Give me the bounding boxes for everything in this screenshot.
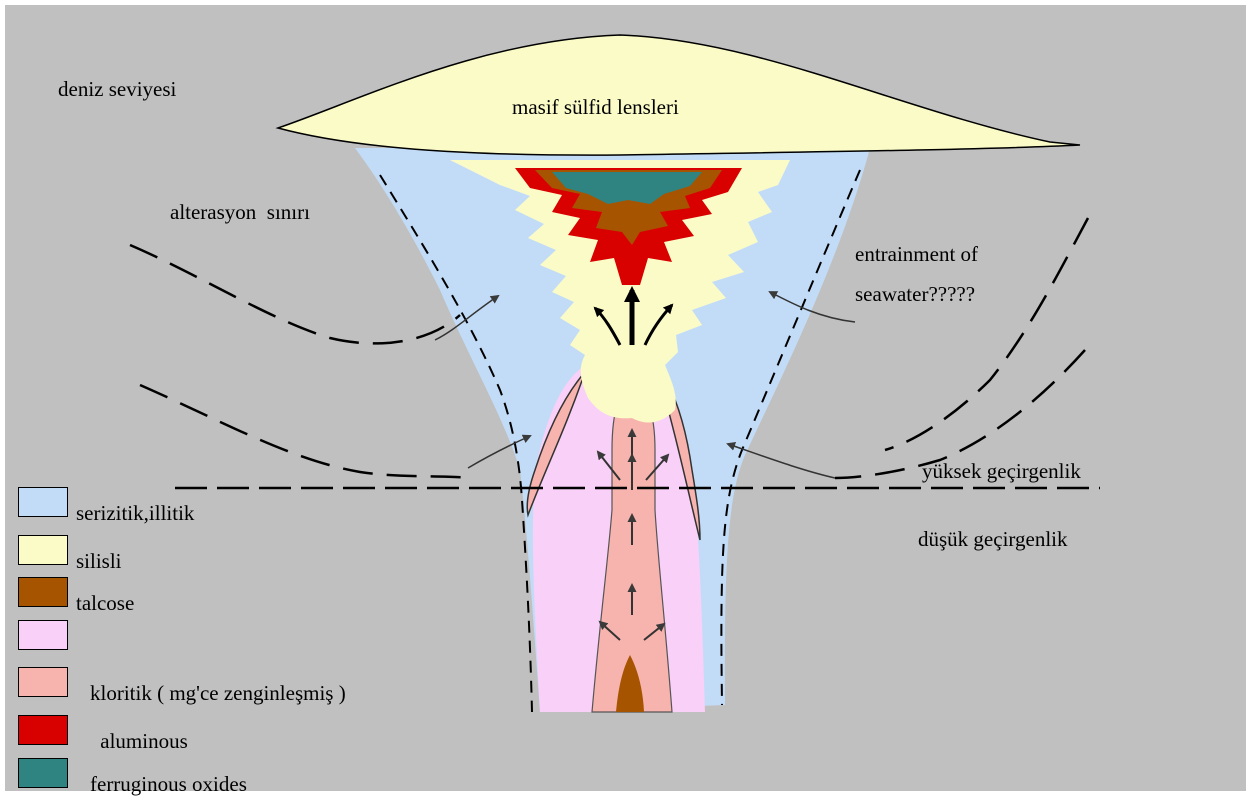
legend-swatch <box>18 487 68 517</box>
lens-label: masif sülfid lensleri <box>512 95 679 119</box>
legend-swatch <box>18 535 68 565</box>
legend-label: aluminous <box>95 729 188 753</box>
legend-label: serizitik,illitik <box>76 501 194 525</box>
legend-label: kloritik ( mg'ce zenginleşmiş ) <box>90 681 346 705</box>
entrainment-label-line2: seawater????? <box>855 282 975 306</box>
alteration-boundary-label: alterasyon sınırı <box>170 200 310 224</box>
alteration-boundary-lower <box>140 385 470 478</box>
legend-label: talcose <box>76 591 134 615</box>
massive-sulfide-lens <box>278 35 1080 155</box>
high-permeability-label: yüksek geçirgenlik <box>922 459 1081 483</box>
legend-swatch <box>18 577 68 607</box>
legend-swatch <box>18 667 68 697</box>
seawater-arrow-right-lower <box>728 444 835 478</box>
sea-level-label: deniz seviyesi <box>58 77 176 101</box>
legend-label: ferruginous oxides <box>90 772 247 796</box>
entrainment-label-line1: entrainment of <box>855 242 978 266</box>
legend-swatch <box>18 620 68 650</box>
legend-label: silisli <box>76 549 122 573</box>
alteration-boundary-upper <box>130 245 460 343</box>
legend-swatch <box>18 715 68 745</box>
low-permeability-label: düşük geçirgenlik <box>918 527 1068 551</box>
legend-swatch <box>18 758 68 788</box>
